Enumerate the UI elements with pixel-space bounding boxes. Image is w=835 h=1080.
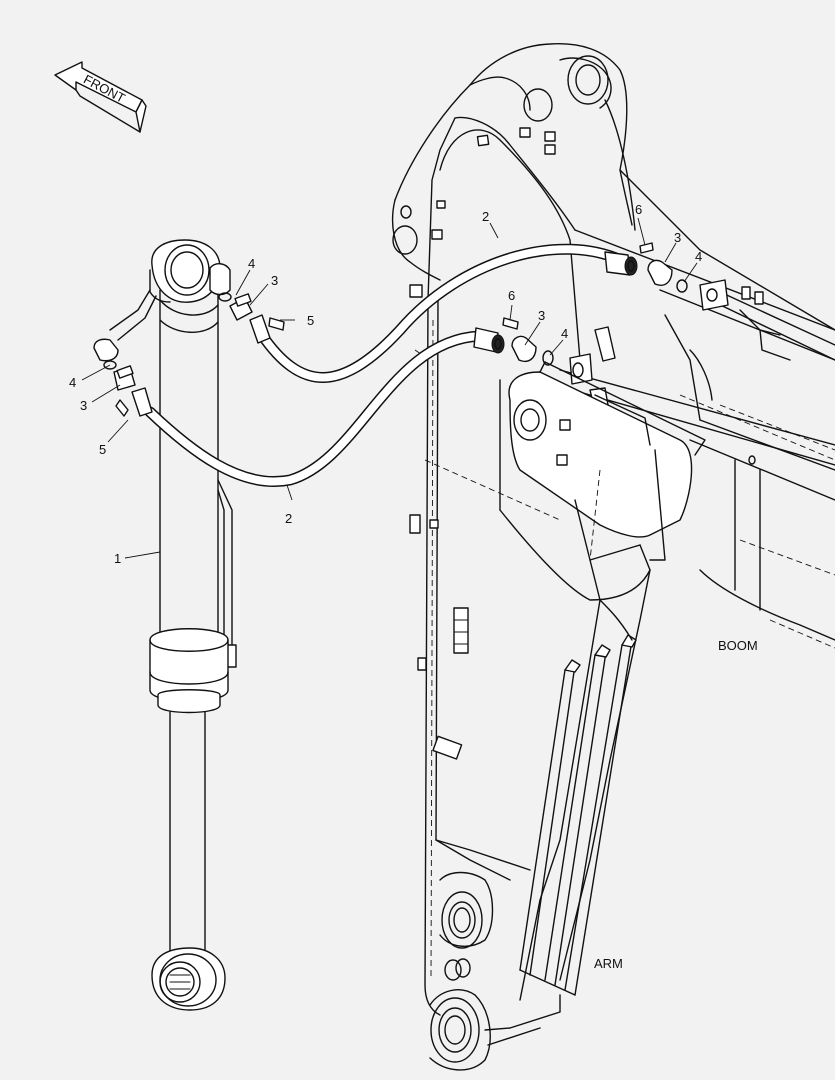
fitting-group-cylinder-upper bbox=[218, 292, 285, 344]
arm-assembly bbox=[409, 284, 651, 1071]
callout-5-left: 5 bbox=[99, 442, 106, 457]
callout-3-right: 3 bbox=[674, 230, 681, 245]
fitting-group-cylinder-lower bbox=[103, 360, 153, 417]
leader-lines bbox=[81, 217, 698, 559]
fitting-group-boom-upper bbox=[604, 242, 688, 293]
callout-numbers: 1 2 2 3 3 3 3 4 4 4 4 5 5 6 6 bbox=[69, 202, 702, 566]
callout-4-mid-left: 4 bbox=[248, 256, 255, 271]
callout-3-left: 3 bbox=[80, 398, 87, 413]
callout-4-right: 4 bbox=[695, 249, 702, 264]
callout-2-upper: 2 bbox=[482, 209, 489, 224]
arm-cylinder bbox=[93, 239, 237, 1011]
callout-3-mid-left: 3 bbox=[271, 273, 278, 288]
boom-assembly bbox=[391, 43, 835, 649]
callout-2-lower: 2 bbox=[285, 511, 292, 526]
fitting-group-boom-lower bbox=[473, 317, 554, 366]
hose-lower bbox=[144, 330, 486, 487]
callout-4-left: 4 bbox=[69, 375, 76, 390]
callout-6-center: 6 bbox=[508, 288, 515, 303]
callout-4-center: 4 bbox=[561, 326, 568, 341]
callout-6-right: 6 bbox=[635, 202, 642, 217]
front-arrow-icon: FRONT bbox=[54, 61, 147, 133]
callout-3-center: 3 bbox=[538, 308, 545, 323]
arm-ribs bbox=[519, 634, 637, 996]
hose-upper bbox=[256, 243, 631, 383]
callout-1: 1 bbox=[114, 551, 121, 566]
boom-label: BOOM bbox=[718, 638, 758, 653]
arm-label: ARM bbox=[594, 956, 623, 971]
callout-5-mid: 5 bbox=[307, 313, 314, 328]
